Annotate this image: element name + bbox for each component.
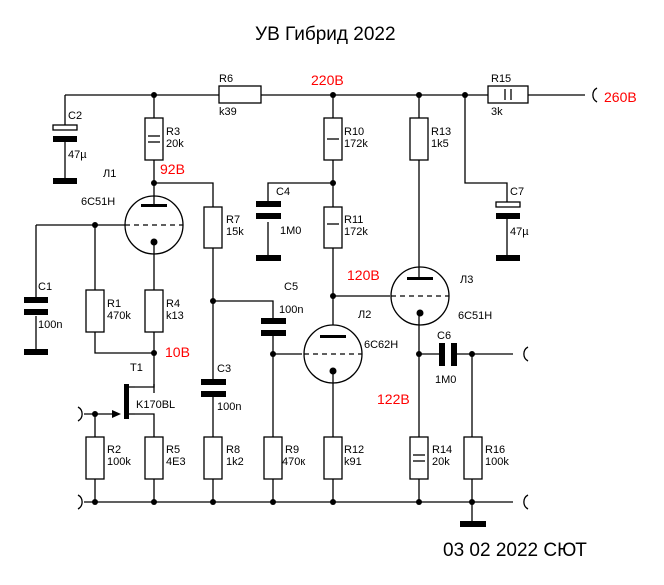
tube-l1: Л1 6С51Н [81,168,184,255]
svg-text:470к: 470к [282,456,305,468]
resistor-r7: R7 15k [203,206,244,249]
resistor-r4: R4 k13 [144,289,184,333]
resistor-r5: R5 4E3 [144,436,186,480]
ground-symbol [460,521,486,527]
svg-text:R1: R1 [107,298,121,310]
svg-text:R5: R5 [166,444,180,456]
svg-text:R16: R16 [485,444,505,456]
svg-text:R8: R8 [226,444,240,456]
svg-text:k13: k13 [166,310,184,322]
schematic-title: УВ Гибрид 2022 [255,24,396,45]
capacitor-c2: C2 47µ [52,110,87,184]
resistor-r15: R15 3k [487,73,529,118]
footer-date-author: 03 02 2022 СЮТ [443,540,587,561]
resistor-r13: R13 1k5 [409,117,451,161]
voltage-10: 10В [165,344,190,360]
resistor-r16: R16 100k [463,436,509,480]
svg-text:6С62Н: 6С62Н [364,339,398,351]
svg-text:R7: R7 [226,214,240,226]
resistor-r8: R8 1k2 [203,436,244,480]
voltage-122: 122В [377,391,410,407]
svg-text:1M0: 1M0 [435,374,456,386]
svg-text:R12: R12 [344,444,364,456]
svg-text:Л2: Л2 [358,309,371,321]
svg-text:R4: R4 [166,298,180,310]
svg-text:k39: k39 [219,106,237,118]
svg-text:C7: C7 [510,186,524,198]
svg-text:C4: C4 [276,186,290,198]
svg-text:20k: 20k [432,456,450,468]
jfet-t1: T1 K170BL [112,362,175,419]
svg-text:R10: R10 [344,126,364,138]
resistor-r1: R1 470k [85,289,131,333]
resistor-r11: R11 172k [323,206,368,249]
svg-text:100n: 100n [38,319,62,331]
capacitor-c6: C6 1M0 [435,330,457,386]
svg-text:R3: R3 [166,126,180,138]
svg-text:172k: 172k [344,226,368,238]
resistor-r2: R2 100k [85,436,131,480]
svg-text:R9: R9 [285,444,299,456]
svg-text:4E3: 4E3 [166,456,186,468]
svg-text:172k: 172k [344,138,368,150]
svg-text:1M0: 1M0 [280,225,301,237]
resistor-r14: R14 20k [409,436,452,480]
tube-l3: Л3 6С51Н [390,266,492,326]
svg-text:15k: 15k [226,226,244,238]
resistor-r10: R10 172k [323,117,368,161]
svg-text:R15: R15 [491,73,511,85]
capacitor-c5: C5 100n [261,281,303,336]
svg-text:20k: 20k [166,138,184,150]
resistor-r3: R3 20k [144,117,184,161]
voltage-92: 92В [160,161,185,177]
svg-text:3k: 3k [491,106,503,118]
svg-text:47µ: 47µ [68,149,87,161]
supply-terminal[interactable] [592,87,598,103]
svg-text:C1: C1 [38,281,52,293]
svg-text:R14: R14 [432,444,452,456]
input-ground-terminal[interactable] [77,494,83,510]
svg-text:Л3: Л3 [460,274,473,286]
capacitor-c1: C1 100n [24,281,62,355]
voltage-260: 260В [604,89,637,105]
junction-dots [92,92,475,505]
output-ground-terminal[interactable] [523,494,529,510]
voltage-220: 220В [311,72,344,88]
svg-text:1k2: 1k2 [226,456,244,468]
svg-text:1k5: 1k5 [431,138,449,150]
svg-text:6С51Н: 6С51Н [458,310,492,322]
svg-text:47µ: 47µ [510,226,529,238]
resistor-r6: R6 k39 [218,73,262,118]
svg-text:R6: R6 [219,73,233,85]
svg-text:100n: 100n [217,401,241,413]
capacitor-c7: C7 47µ [495,186,529,261]
svg-text:6С51Н: 6С51Н [81,196,115,208]
tube-l2: Л2 6С62Н [303,309,398,384]
svg-text:K170BL: K170BL [136,399,175,411]
resistor-r9: R9 470к [263,436,305,480]
svg-text:Л1: Л1 [103,168,116,180]
svg-text:470k: 470k [107,310,131,322]
svg-text:T1: T1 [130,362,143,374]
resistor-r12: R12 k91 [323,436,364,480]
svg-text:C6: C6 [437,330,451,342]
voltage-120: 120В [347,267,380,283]
svg-text:C5: C5 [284,281,298,293]
svg-text:C2: C2 [68,110,82,122]
svg-text:100n: 100n [279,304,303,316]
svg-text:100k: 100k [485,456,509,468]
svg-text:C3: C3 [217,363,231,375]
svg-text:R2: R2 [107,444,121,456]
svg-text:100k: 100k [107,456,131,468]
svg-text:k91: k91 [344,456,362,468]
output-terminal[interactable] [523,346,529,362]
capacitor-c3: C3 100n [201,363,241,413]
svg-text:R13: R13 [431,126,451,138]
capacitor-c4: C4 1M0 [256,186,301,261]
wires [35,94,585,522]
svg-text:R11: R11 [344,214,363,226]
input-terminal[interactable] [77,406,83,422]
